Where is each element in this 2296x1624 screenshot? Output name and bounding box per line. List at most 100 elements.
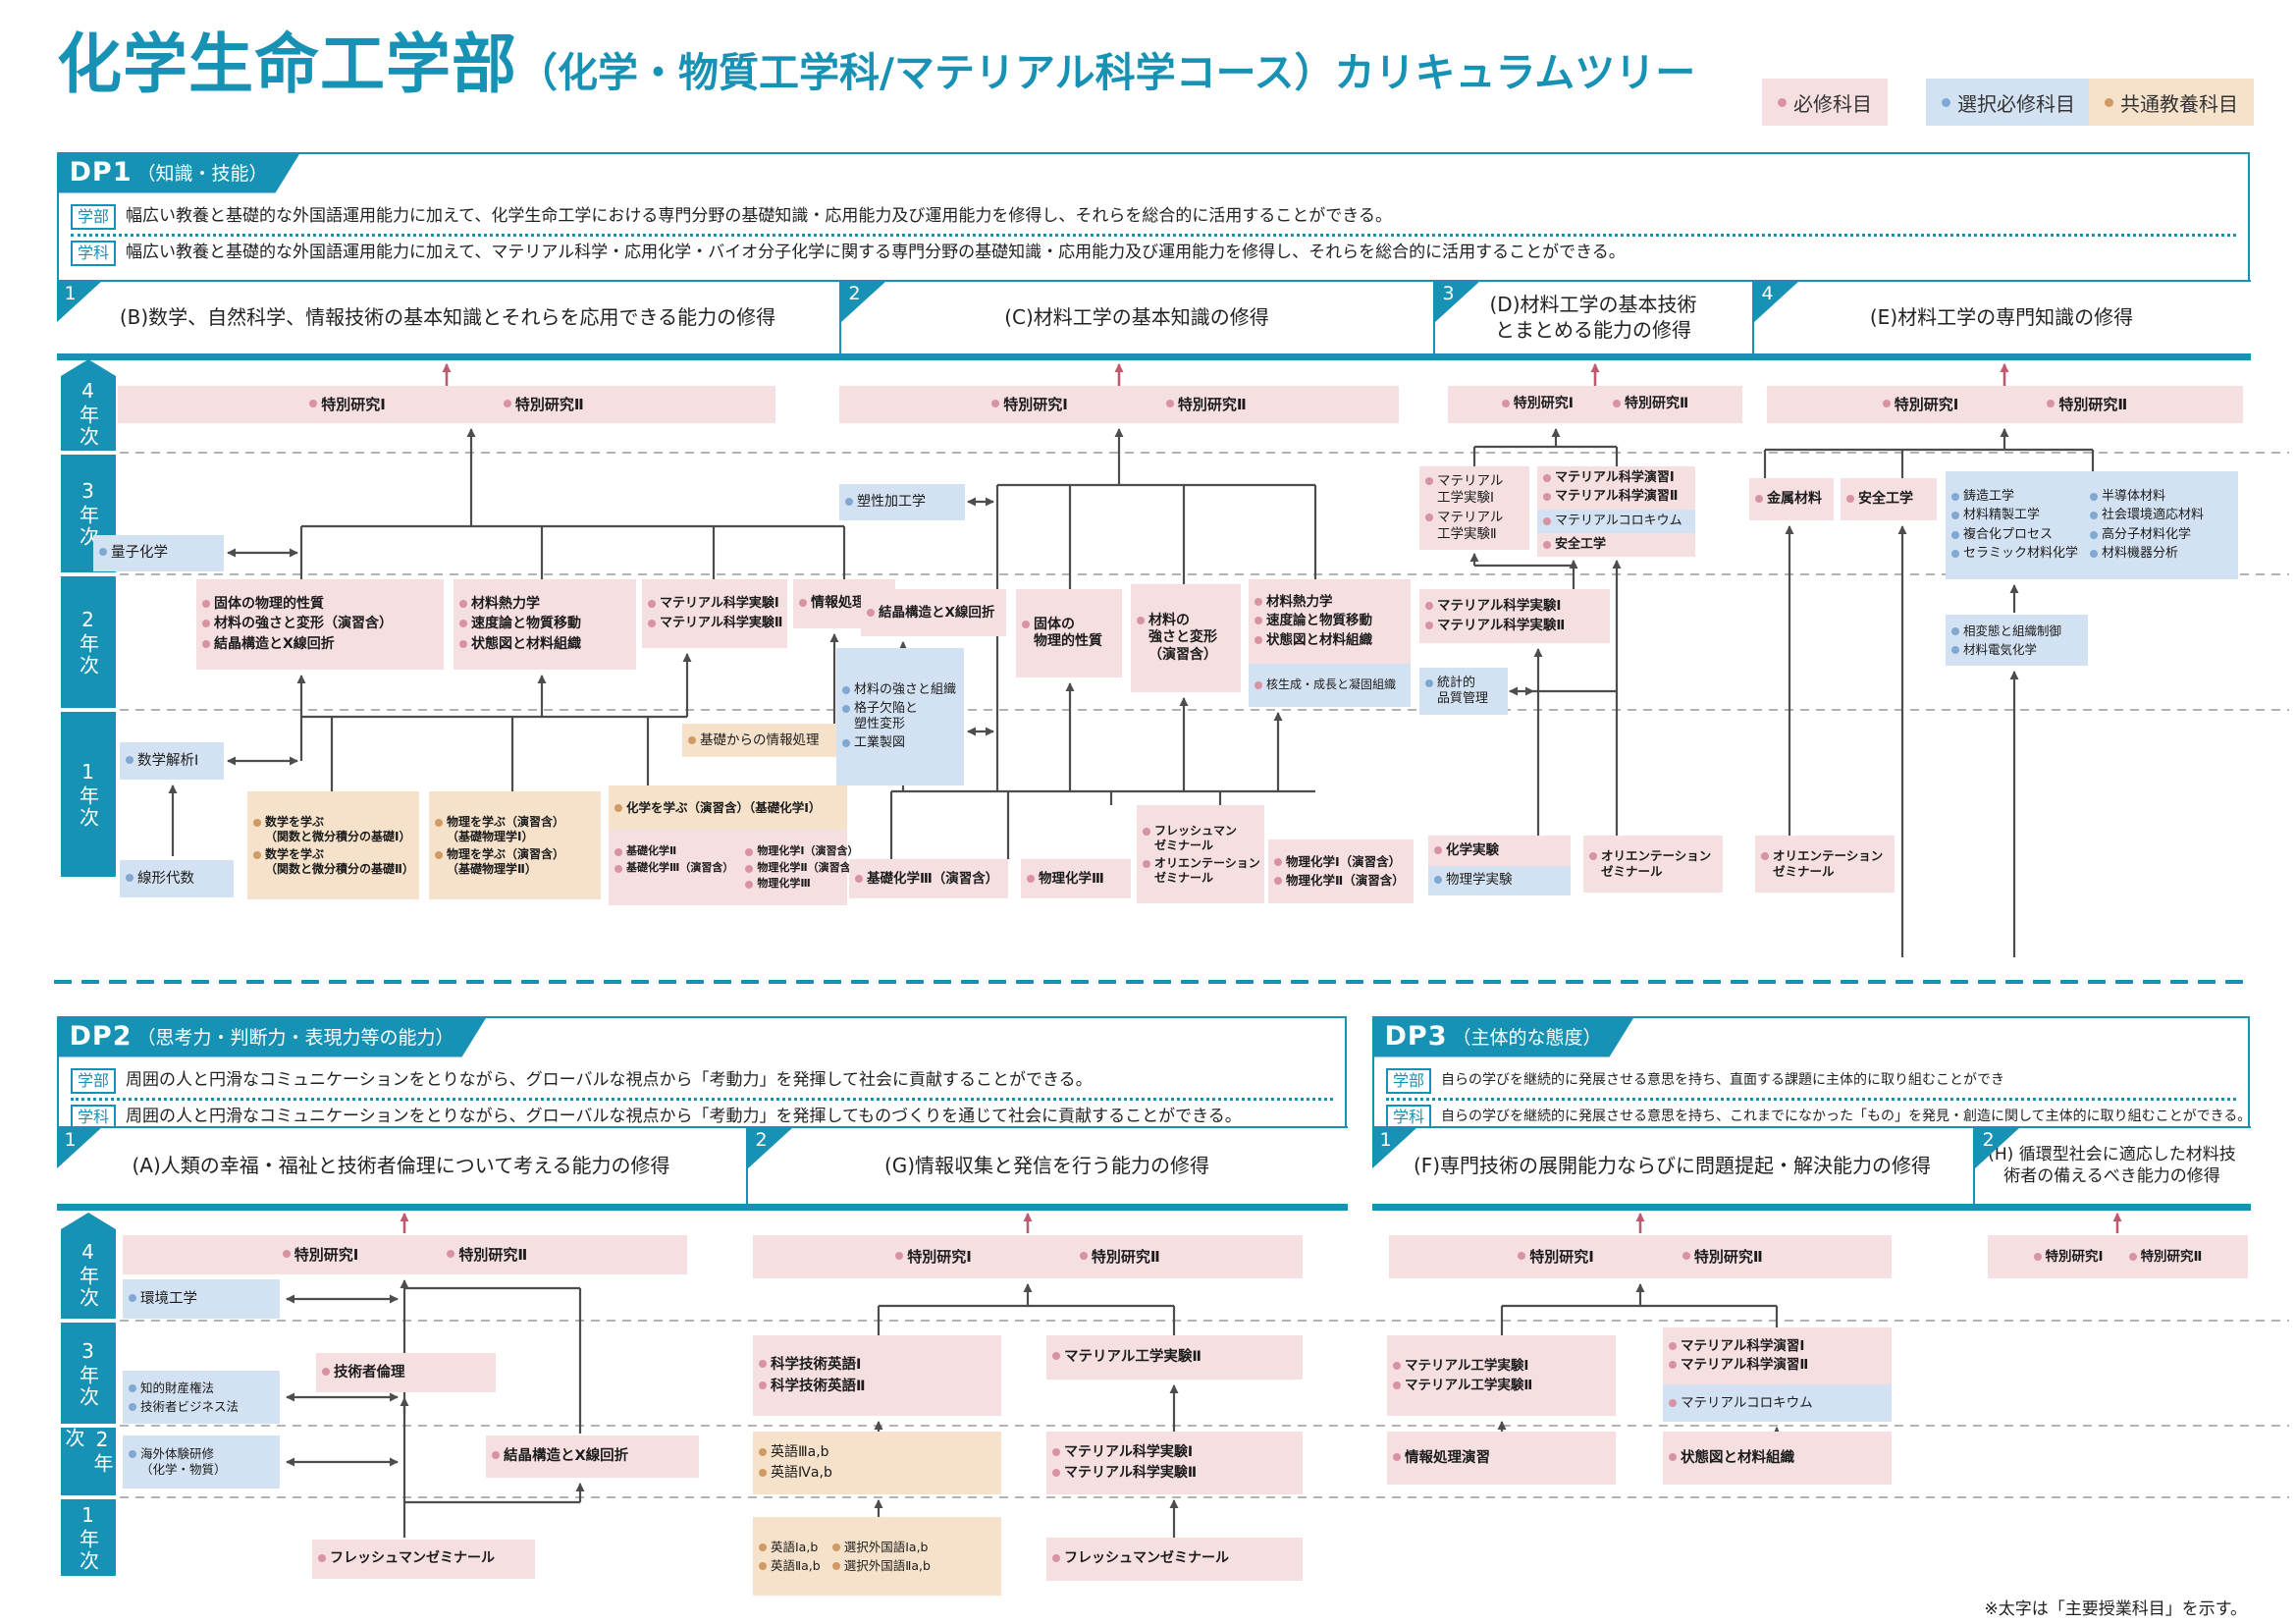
course-bullet (1143, 859, 1150, 868)
course-item: 安全工学 (1543, 537, 1606, 553)
course-label: 材料精製工学 (1963, 508, 2041, 523)
course-column: マテリアル工学実験Ⅱ (1052, 1348, 1201, 1366)
legend-label: 必修科目 (1793, 91, 1872, 116)
course-label: オリエンテーション ゼミナール (1601, 848, 1712, 879)
dp2-sublabel: （思考力・判断力・表現力等の能力） (136, 1027, 454, 1049)
course-item: マテリアル 工学実験Ⅰ (1425, 473, 1503, 507)
box-ryoshi-kagaku: 量子化学 (93, 535, 224, 571)
course-item: 安全工学 (1846, 491, 1913, 509)
course-label: マテリアルコロキウム (1555, 513, 1682, 528)
course-item: 格子欠陥と 塑性変形 (842, 701, 956, 733)
legend-item-pink: 必修科目 (1762, 79, 1888, 126)
course-bullet (759, 1448, 767, 1456)
legend-item-tan: 共通教養科目 (2089, 79, 2254, 126)
course-columns: 海外体験研修 （化学・物質） (129, 1446, 274, 1477)
course-columns: 知的財産権法技術者ビジネス法 (129, 1380, 274, 1414)
course-bullet (126, 755, 133, 764)
course-bullet (1052, 1468, 1060, 1477)
column-label: (H) 循環型社会に適応した材料技 術者の備えるべき能力の修得 (1988, 1144, 2236, 1186)
column-number-tag: 1 (56, 1127, 102, 1169)
course-bullet (2090, 512, 2099, 520)
course-column: 材料の強さと組織格子欠陥と 塑性変形工業製図 (842, 682, 956, 752)
course-item: 特別研究Ⅰ (309, 396, 386, 414)
course-bullet (1434, 845, 1442, 854)
course-item: マテリアル科学実験Ⅰ (1052, 1444, 1197, 1462)
course-label: 物理化学Ⅱ（演習含） (1286, 873, 1405, 888)
course-item: 複合化プロセス (1951, 527, 2078, 543)
course-item: 特別研究Ⅰ (895, 1248, 972, 1267)
course-bullet (1022, 620, 1030, 628)
course-label: 知的財産権法 (140, 1380, 215, 1395)
course-label: 物理を学ぶ（演習含） （基礎物理学Ⅰ） (447, 814, 565, 843)
box-e-kinzoku: 金属材料 (1749, 478, 1834, 520)
course-bullet (648, 619, 656, 627)
course-bullet (1543, 474, 1551, 482)
course-item: 物理化学Ⅰ（演習含） (1274, 854, 1405, 870)
legend-bullet (2105, 97, 2113, 107)
course-label: 塑性加工学 (857, 493, 926, 510)
course-column: フレッシュマンゼミナール (1052, 1550, 1229, 1568)
box-b-year2-kotai: 固体の物理的性質材料の強さと変形（演習含）結晶構造とX線回折 (196, 579, 444, 670)
course-item: マテリアル科学演習Ⅰ (1543, 470, 1678, 486)
course-bullet (2047, 399, 2056, 407)
course-bullet (459, 599, 467, 608)
course-columns: 化学実験 (1434, 842, 1565, 859)
course-bullet (1393, 1380, 1401, 1389)
course-bullet (1501, 400, 1510, 408)
course-column: 鋳造工学材料精製工学複合化プロセスセラミック材料化学 (1951, 489, 2078, 562)
dp2-gakubu-text: 周囲の人と円滑なコミュニケーションをとりながら、グローバルな視点から「考動力」を… (126, 1070, 1093, 1090)
course-bullet (1425, 622, 1433, 629)
course-item: 固体の 物理的性質 (1022, 617, 1102, 651)
course-bullet (1761, 852, 1769, 861)
course-box-part: 基礎化学Ⅲ（演習含） (849, 859, 1008, 898)
course-label: 選択外国語Ⅱa,b (843, 1557, 931, 1573)
column-header-2: 2(G)情報収集と発信を行う能力の修得 (745, 1127, 1347, 1204)
course-label: 物理化学Ⅲ (1039, 870, 1104, 887)
course-bullet (745, 864, 754, 873)
course-label: 半導体材料 (2102, 489, 2166, 504)
dp1-sublabel: （知識・技能） (136, 163, 268, 185)
course-bullet (1846, 494, 1854, 503)
course-bullet (99, 548, 107, 557)
course-columns: 環境工学 (129, 1290, 274, 1308)
course-item: 量子化学 (99, 544, 168, 562)
course-column: 情報処理演習 (1393, 1449, 1490, 1467)
gakubu-chip: 学部 (71, 204, 117, 230)
column-number-tag: 4 (1753, 281, 1799, 323)
course-item: 英語Ⅳa,b (759, 1465, 832, 1483)
box-d-year1-jikken: 化学実験物理学実験 (1428, 836, 1571, 895)
course-label: 特別研究Ⅰ (1003, 395, 1068, 413)
dp3-sublabel: （主体的な態度） (1452, 1027, 1602, 1049)
course-label: 材料熱力学 (471, 595, 540, 612)
course-columns: 固体の 物理的性質 (1022, 617, 1116, 651)
course-bullet (309, 399, 318, 407)
box-c-year1-seminar: フレッシュマン ゼミナールオリエンテーション ゼミナール (1137, 805, 1264, 903)
course-label: 固体の物理的性質 (214, 595, 324, 612)
course-box-part: 物理化学Ⅰ（演習含） 物理化学Ⅱ（演習含） (1268, 839, 1414, 903)
course-item: 基礎化学Ⅱ (614, 844, 733, 858)
course-column: オリエンテーション ゼミナール (1589, 848, 1711, 879)
course-bullet (759, 1543, 767, 1551)
column-label: (C)材料工学の基本知識の修得 (1004, 305, 1269, 329)
course-label: 速度論と物質移動 (1266, 613, 1372, 629)
course-columns: 数学解析Ⅰ (126, 752, 218, 770)
course-item: 結晶構造とX線回折 (492, 1447, 628, 1465)
course-bullet (126, 873, 133, 882)
course-bullet (1425, 514, 1433, 521)
course-bullet (1393, 1452, 1401, 1461)
course-label: 英語Ⅱa,b (771, 1557, 821, 1573)
course-label: 選択外国語Ⅰa,b (843, 1539, 929, 1554)
course-label: 技術者倫理 (334, 1364, 405, 1380)
course-bullet (1669, 1398, 1677, 1407)
course-item: 結晶構造とX線回折 (867, 605, 994, 622)
course-columns: 情報処理演習 (1393, 1449, 1610, 1467)
course-label: マテリアル科学実験Ⅱ (1064, 1464, 1198, 1481)
